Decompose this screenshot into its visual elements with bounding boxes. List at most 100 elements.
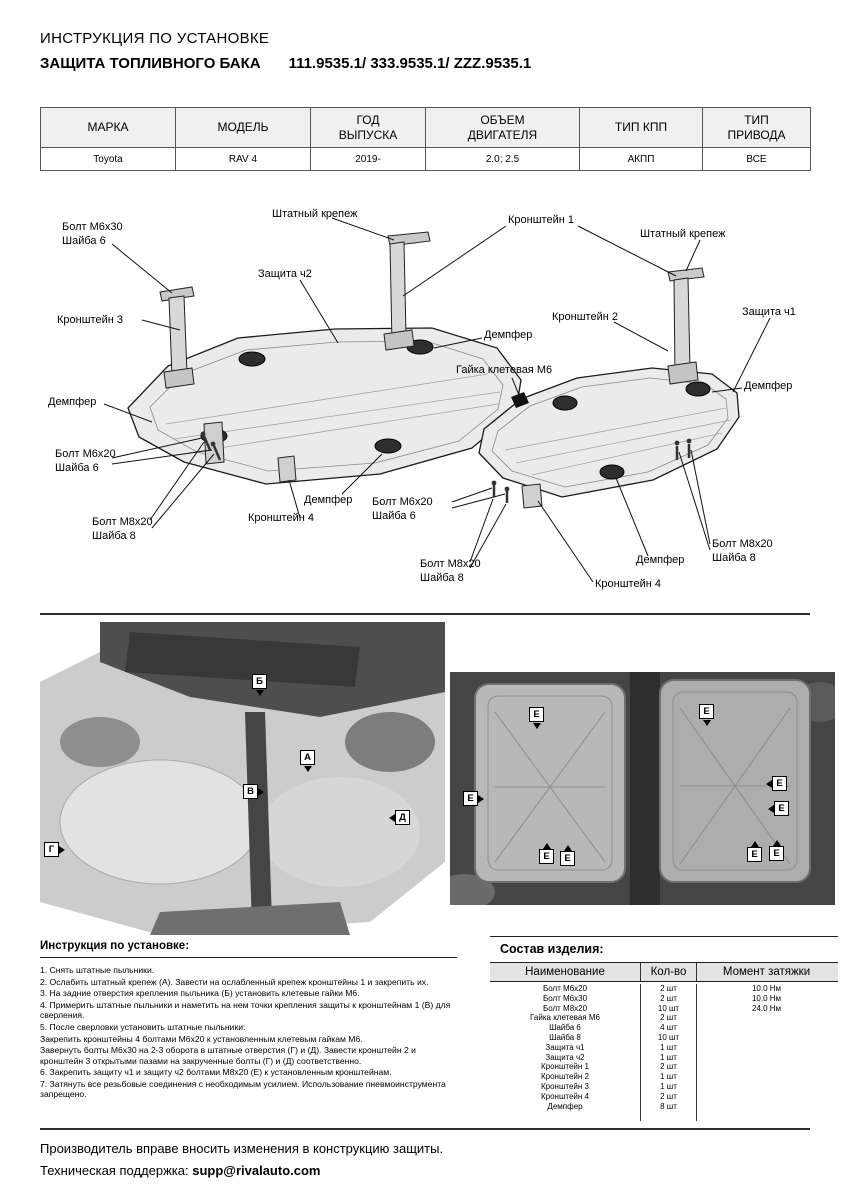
marker-arrow-icon — [533, 723, 541, 729]
support-email: supp@rivalauto.com — [192, 1163, 321, 1178]
instruction-line: 3. На задние отверстия крепления пыльник… — [40, 988, 360, 999]
part-name: Болт М6х20 — [542, 984, 588, 993]
part-name: Демпфер — [547, 1101, 583, 1111]
bracket4-left-drawing — [277, 455, 297, 483]
part-qty: 1 шт — [640, 1072, 696, 1082]
installed-shields-photo-illustration — [450, 672, 835, 905]
parts-row: Кронштейн 4 2 шт — [490, 1091, 838, 1102]
document-title: ИНСТРУКЦИЯ ПО УСТАНОВКЕ — [40, 30, 270, 47]
photo-callout-marker: Е — [463, 791, 484, 806]
diagram-callout-label: Болт М6х20 Шайба 6 — [372, 496, 433, 522]
marker-arrow-icon — [304, 766, 312, 772]
instruction-line: 4. Примерить штатные пыльники и наметить… — [40, 1000, 451, 1021]
manufacturer-note: Производитель вправе вносить изменения в… — [40, 1141, 444, 1156]
instructions-list: 1. Снять штатные пыльники.2. Ослабить шт… — [40, 965, 457, 1099]
instruction-line: Завернуть болты М6х30 на 2-3 оборота в ш… — [40, 1045, 416, 1066]
diagram-callout-label: Демпфер — [304, 494, 353, 506]
photo-callout-marker: Г — [44, 842, 65, 857]
diagram-callout-label: Демпфер — [744, 380, 793, 392]
spec-data-cell: 2.0; 2.5 — [425, 147, 580, 171]
parts-row: Защита ч2 1 шт — [490, 1052, 838, 1063]
marker-letter: А — [304, 752, 311, 763]
instruction-line: 1. Снять штатные пыльники. — [40, 965, 155, 975]
marker-arrow-icon — [389, 814, 395, 822]
photo-callout-marker: Е — [539, 843, 554, 864]
part-torque — [696, 1091, 836, 1102]
document-subtitle: ЗАЩИТА ТОПЛИВНОГО БАКА 111.9535.1/ 333.9… — [40, 55, 531, 72]
part-name: Шайба 6 — [549, 1023, 581, 1033]
marker-letter: В — [247, 786, 254, 797]
part-qty: 1 шт — [640, 1052, 696, 1063]
spec-data-cell: Toyota — [40, 147, 176, 171]
marker-letter: Б — [256, 676, 263, 687]
part-torque — [696, 1023, 836, 1033]
bolts-drawing — [202, 435, 691, 503]
marker-letter: Е — [543, 851, 550, 862]
part-torque — [696, 1013, 836, 1024]
diagram-callout-label: Болт М8х20 Шайба 8 — [420, 558, 481, 584]
part-torque — [696, 1081, 836, 1092]
marker-letter: Е — [773, 848, 780, 859]
parts-row: Болт М8х20 10 шт 24.0 Нм — [490, 1003, 838, 1014]
photo-callout-marker: В — [243, 784, 264, 799]
part-numbers: 111.9535.1/ 333.9535.1/ ZZZ.9535.1 — [288, 55, 532, 72]
part-torque — [696, 1052, 836, 1063]
part-qty: 1 шт — [640, 1042, 696, 1053]
part-name: Кронштейн 2 — [541, 1072, 589, 1082]
diagram-callout-label: Болт М8х20 Шайба 8 — [712, 538, 773, 564]
part-name: Защита ч1 — [545, 1042, 585, 1052]
parts-row: Шайба 6 4 шт — [490, 1023, 838, 1033]
part-name: Болт М6х30 — [542, 993, 588, 1003]
photo-callout-marker: Е — [769, 840, 784, 861]
bracket1-drawing — [383, 231, 431, 351]
part-qty: 2 шт — [640, 1062, 696, 1073]
part-name: Кронштейн 1 — [541, 1062, 589, 1072]
diagram-callout-label: Гайка клетевая М6 — [456, 364, 553, 376]
marker-letter: Е — [533, 709, 540, 720]
diagram-callout-label: Болт М6х30 Шайба 6 — [62, 221, 123, 247]
part-torque — [696, 1062, 836, 1073]
diagram-callout-label: Кронштейн 3 — [57, 314, 123, 326]
marker-arrow-icon — [768, 805, 774, 813]
marker-arrow-icon — [564, 845, 572, 851]
parts-header-cell: Кол-во — [640, 963, 696, 981]
marker-letter: Е — [776, 778, 783, 789]
spec-header-cell: ОБЪЕМ ДВИГАТЕЛЯ — [425, 107, 580, 148]
shield-part2-drawing — [127, 327, 522, 485]
part-qty: 10 шт — [640, 1032, 696, 1043]
photo-callout-marker: Е — [529, 707, 544, 729]
spec-header-cell: МОДЕЛЬ — [175, 107, 311, 148]
part-qty: 4 шт — [640, 1023, 696, 1033]
diagram-callout-label: Кронштейн 1 — [508, 214, 574, 226]
parts-row: Кронштейн 3 1 шт — [490, 1081, 838, 1092]
part-qty: 2 шт — [640, 984, 696, 994]
bracket4-right-drawing — [521, 483, 543, 509]
parts-row: Кронштейн 2 1 шт — [490, 1072, 838, 1082]
shield-part1-drawing — [478, 367, 740, 498]
diagram-callout-label: Защита ч1 — [742, 306, 796, 318]
photo-callout-marker: Б — [252, 674, 267, 696]
part-torque: 10.0 Нм — [696, 984, 836, 994]
diagram-callout-label: Болт М6х20 Шайба 6 — [55, 448, 116, 474]
parts-row: Гайка клетевая М6 2 шт — [490, 1013, 838, 1024]
diagram-illustration — [103, 217, 771, 583]
part-qty: 2 шт — [640, 993, 696, 1004]
parts-row: Шайба 8 10 шт — [490, 1032, 838, 1043]
parts-table-spacer — [490, 1111, 838, 1122]
divider-line-top — [40, 613, 810, 615]
parts-row: Болт М6х30 2 шт 10.0 Нм — [490, 993, 838, 1004]
part-name: Шайба 8 — [549, 1032, 581, 1042]
parts-header-cell: Момент затяжки — [696, 963, 836, 981]
divider-line-bottom — [40, 1128, 810, 1130]
marker-arrow-icon — [773, 840, 781, 846]
diagram-callout-label: Демпфер — [484, 329, 533, 341]
undercarriage-photo-illustration — [40, 622, 445, 935]
part-qty: 10 шт — [640, 1003, 696, 1014]
